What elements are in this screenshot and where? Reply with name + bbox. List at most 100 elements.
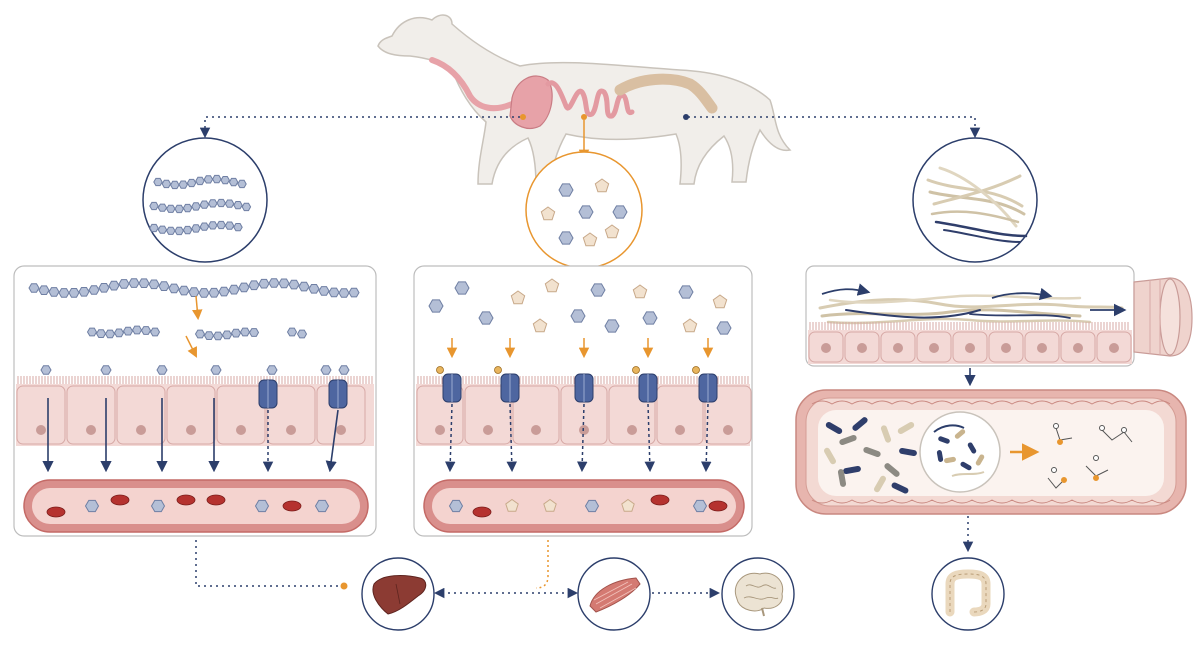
bacterium-rod — [843, 465, 861, 475]
glucose-hexagon — [584, 499, 600, 513]
glucose-hexagon — [148, 279, 160, 290]
glucose-hexagon — [122, 326, 134, 336]
glucose-hexagon — [642, 311, 658, 325]
glucose-hexagon — [258, 278, 270, 289]
glucose-hexagon — [218, 286, 230, 297]
glucose-hexagon — [138, 278, 150, 288]
glucose-hexagon — [208, 287, 220, 298]
cell-nucleus — [675, 425, 685, 435]
bacteria-zoom-circle — [919, 411, 1001, 493]
colon — [614, 73, 718, 114]
glucose-hexagon — [153, 177, 163, 187]
glucose-hexagon — [228, 284, 240, 295]
sugar-absorption-panel — [413, 265, 753, 537]
glucose-hexagon — [216, 198, 226, 208]
cell-nucleus — [86, 425, 96, 435]
glucose-hexagon — [570, 309, 586, 323]
glucose-hexagon — [314, 499, 330, 513]
glucose-hexagon — [174, 226, 184, 236]
glucose-hexagon — [178, 180, 188, 189]
red-blood-cell — [176, 494, 196, 506]
glucose-hexagon — [248, 328, 260, 337]
fructose-pentagon — [632, 284, 648, 299]
vessel-lumen — [32, 488, 360, 524]
cell-nucleus — [965, 343, 975, 353]
glucose-hexagon — [318, 286, 330, 296]
red-blood-cell — [708, 500, 728, 512]
glucose-hexagon — [212, 331, 224, 341]
cell-nucleus — [1037, 343, 1047, 353]
fructose-pentagon — [540, 206, 556, 221]
glucose-hexagon — [298, 281, 310, 292]
cell-nucleus — [1073, 343, 1083, 353]
enterocyte — [704, 385, 752, 445]
cell-nucleus — [286, 425, 296, 435]
glucose-hexagon — [212, 174, 222, 184]
glucose-hexagon — [296, 329, 308, 339]
glucose-hexagon — [28, 283, 40, 293]
cell-nucleus — [821, 343, 831, 353]
liver-entry-dot — [340, 582, 348, 590]
glucose-hexagon — [233, 201, 243, 210]
transport-arrow — [325, 409, 339, 473]
sodium-ion — [436, 366, 444, 374]
glucose-hexagon — [58, 288, 70, 298]
transport-arrow — [701, 403, 712, 473]
bacterium-rod — [954, 429, 966, 439]
glucose-hexagon — [238, 282, 250, 293]
bacterium-rod — [880, 425, 892, 443]
glucose-hexagon — [248, 280, 260, 291]
esophagus — [429, 57, 515, 112]
brain-icon — [721, 557, 795, 631]
glucose-hexagon — [286, 327, 298, 337]
glucose-hexagon — [203, 331, 215, 340]
gut-bacteria — [824, 417, 917, 494]
glucose-hexagon — [692, 499, 708, 513]
epithelium-right — [808, 322, 1132, 364]
glucose-hexagon — [149, 223, 159, 233]
enterocyte — [16, 385, 66, 445]
glucose-hexagon — [233, 223, 243, 232]
bacterium-rod — [891, 482, 909, 494]
fructose-pentagon — [712, 294, 728, 309]
glucose-hexagon — [191, 224, 201, 233]
starch-molecules — [28, 278, 360, 375]
glucose-hexagon — [678, 285, 694, 299]
red-blood-cell — [472, 506, 492, 518]
red-blood-cell — [46, 506, 66, 518]
enterocyte — [266, 385, 316, 445]
glucose-hexagon — [157, 203, 168, 212]
glucose-hexagon — [157, 225, 168, 234]
bacterium-rod — [967, 442, 977, 454]
glucose-hexagon — [203, 175, 214, 184]
glucose-hexagon — [428, 299, 444, 313]
glucose-hexagon — [113, 328, 125, 338]
muscle-icon — [577, 557, 651, 631]
glucose-hexagon — [158, 281, 170, 291]
bacterium-rod — [825, 422, 843, 434]
bacterium-rod — [899, 447, 917, 457]
glucose-hexagon — [186, 178, 197, 188]
fructose-pentagon — [621, 498, 635, 512]
glucose-hexagon — [224, 221, 235, 230]
blood-vessel-left — [23, 479, 369, 533]
fructose-pentagon — [544, 278, 560, 293]
vessel-lumen — [432, 488, 736, 524]
glucose-hexagon — [38, 285, 50, 295]
glucose-hexagon — [194, 329, 206, 339]
glucose-hexagon — [454, 281, 470, 295]
fiber-fragment — [933, 424, 965, 433]
fructose-pentagon — [594, 178, 610, 193]
bacterium-rod — [824, 447, 836, 465]
glucose-hexagon — [224, 199, 235, 208]
glucose-hexagon — [348, 287, 360, 298]
monosaccharides — [428, 278, 732, 359]
glucose-hexagon — [558, 183, 574, 197]
glucose-hexagon — [149, 201, 159, 211]
fiber-strands — [926, 166, 1028, 243]
tube-end-cap — [1133, 277, 1193, 357]
glucose-hexagon — [100, 365, 112, 375]
glucose-hexagon — [254, 499, 270, 513]
red-blood-cell — [110, 494, 130, 506]
glucose-hexagon — [338, 288, 350, 298]
